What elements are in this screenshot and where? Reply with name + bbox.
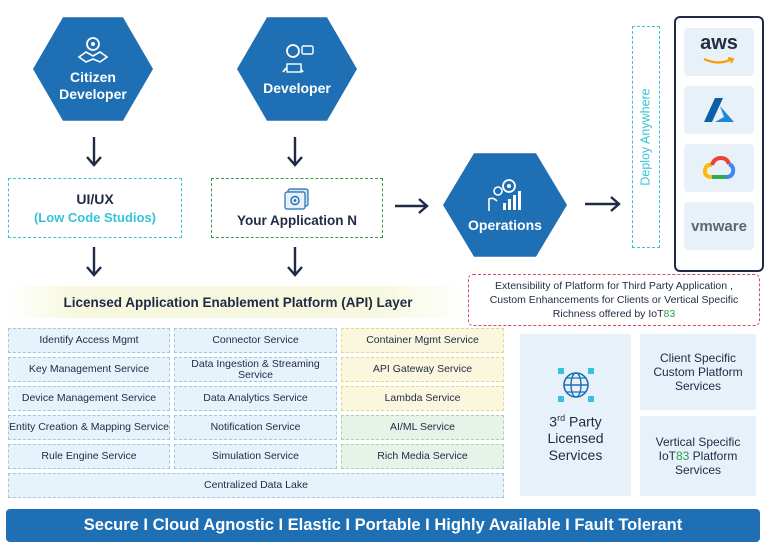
google-cloud-logo	[702, 155, 736, 179]
vmware-card: vmware	[684, 202, 754, 250]
client-specific-label: Client Specific Custom Platform Services	[653, 351, 743, 393]
developer-laptop-icon	[282, 43, 314, 73]
developer-label: Developer	[263, 79, 331, 96]
service-identify-access: Identify Access Mgmt	[8, 328, 170, 353]
service-rich-media: Rich Media Service	[341, 444, 504, 469]
deploy-anywhere-label: Deploy Anywhere	[639, 88, 653, 186]
third-party-services-panel: 3rd Party Licensed Services	[520, 334, 634, 496]
footer-tagline-bar: Secure I Cloud Agnostic I Elastic I Port…	[6, 509, 760, 542]
application-window-icon	[284, 188, 309, 210]
arrow-right-deploy-icon	[585, 196, 621, 212]
service-notification: Notification Service	[174, 415, 337, 440]
service-lambda: Lambda Service	[341, 386, 504, 411]
handshake-gear-icon	[77, 37, 109, 63]
service-container-mgmt: Container Mgmt Service	[341, 328, 504, 353]
operations-hexagon: Operations	[443, 153, 567, 257]
service-data-lake: Centralized Data Lake	[8, 473, 504, 498]
footer-tagline: Secure I Cloud Agnostic I Elastic I Port…	[83, 516, 683, 534]
globe-network-icon	[557, 367, 594, 402]
your-application-title: Your Application N	[237, 213, 357, 228]
extensibility-line-2: Custom Enhancements for Clients or Verti…	[489, 294, 739, 306]
vertical-brand-number: 83	[675, 449, 690, 463]
third-party-label: 3rd Party Licensed Services	[547, 412, 604, 464]
citizen-developer-hexagon: Citizen Developer	[33, 17, 153, 121]
google-cloud-card	[684, 144, 754, 192]
developer-hexagon: Developer	[237, 17, 357, 121]
azure-card	[684, 86, 754, 134]
operations-gears-chart-icon	[488, 178, 521, 211]
service-data-analytics: Data Analytics Service	[174, 386, 337, 411]
vertical-specific-services-box: Vertical Specific IoT83 Platform Service…	[640, 416, 756, 496]
operations-label: Operations	[468, 216, 542, 233]
deploy-anywhere-box	[632, 26, 660, 248]
vertical-specific-label: Vertical Specific IoT83 Platform Service…	[655, 435, 741, 477]
aws-logo: aws	[700, 33, 738, 70]
citizen-developer-label: Citizen Developer	[59, 69, 127, 102]
extensibility-box: Extensibility of Platform for Third Part…	[468, 274, 760, 326]
client-specific-services-box: Client Specific Custom Platform Services	[640, 334, 756, 410]
service-ai-ml: AI/ML Service	[341, 415, 504, 440]
uiux-box: UI/UX (Low Code Studios)	[8, 178, 182, 238]
arrow-down-application-icon	[287, 247, 303, 277]
vmware-logo: vmware	[691, 217, 747, 235]
arrow-down-developer-icon	[287, 137, 303, 167]
your-application-box: Your Application N	[211, 178, 383, 238]
arrow-right-operations-icon	[395, 198, 429, 214]
extensibility-line-1: Extensibility of Platform for Third Part…	[495, 280, 733, 292]
service-api-gateway: API Gateway Service	[341, 357, 504, 382]
service-device-management: Device Management Service	[8, 386, 170, 411]
extensibility-line-3: Richness offered by IoT83	[552, 308, 676, 320]
service-simulation: Simulation Service	[174, 444, 337, 469]
cloud-providers-panel: aws vmware	[674, 16, 764, 272]
service-connector: Connector Service	[174, 328, 337, 353]
arrow-down-citizen-icon	[86, 137, 102, 167]
service-key-management: Key Management Service	[8, 357, 170, 382]
azure-logo	[704, 98, 734, 122]
uiux-title: UI/UX	[76, 191, 114, 207]
platform-layer-title: Licensed Application Enablement Platform…	[8, 286, 468, 318]
arrow-down-uiux-icon	[86, 247, 102, 277]
service-entity-creation: Entity Creation & Mapping Service	[8, 415, 170, 440]
service-data-ingestion: Data Ingestion & Streaming Service	[174, 357, 337, 382]
service-rule-engine: Rule Engine Service	[8, 444, 170, 469]
aws-card: aws	[684, 28, 754, 76]
brand-number: 83	[663, 308, 676, 320]
uiux-subtitle: (Low Code Studios)	[33, 210, 157, 225]
deploy-anywhere-label-wrap: Deploy Anywhere	[632, 26, 660, 248]
